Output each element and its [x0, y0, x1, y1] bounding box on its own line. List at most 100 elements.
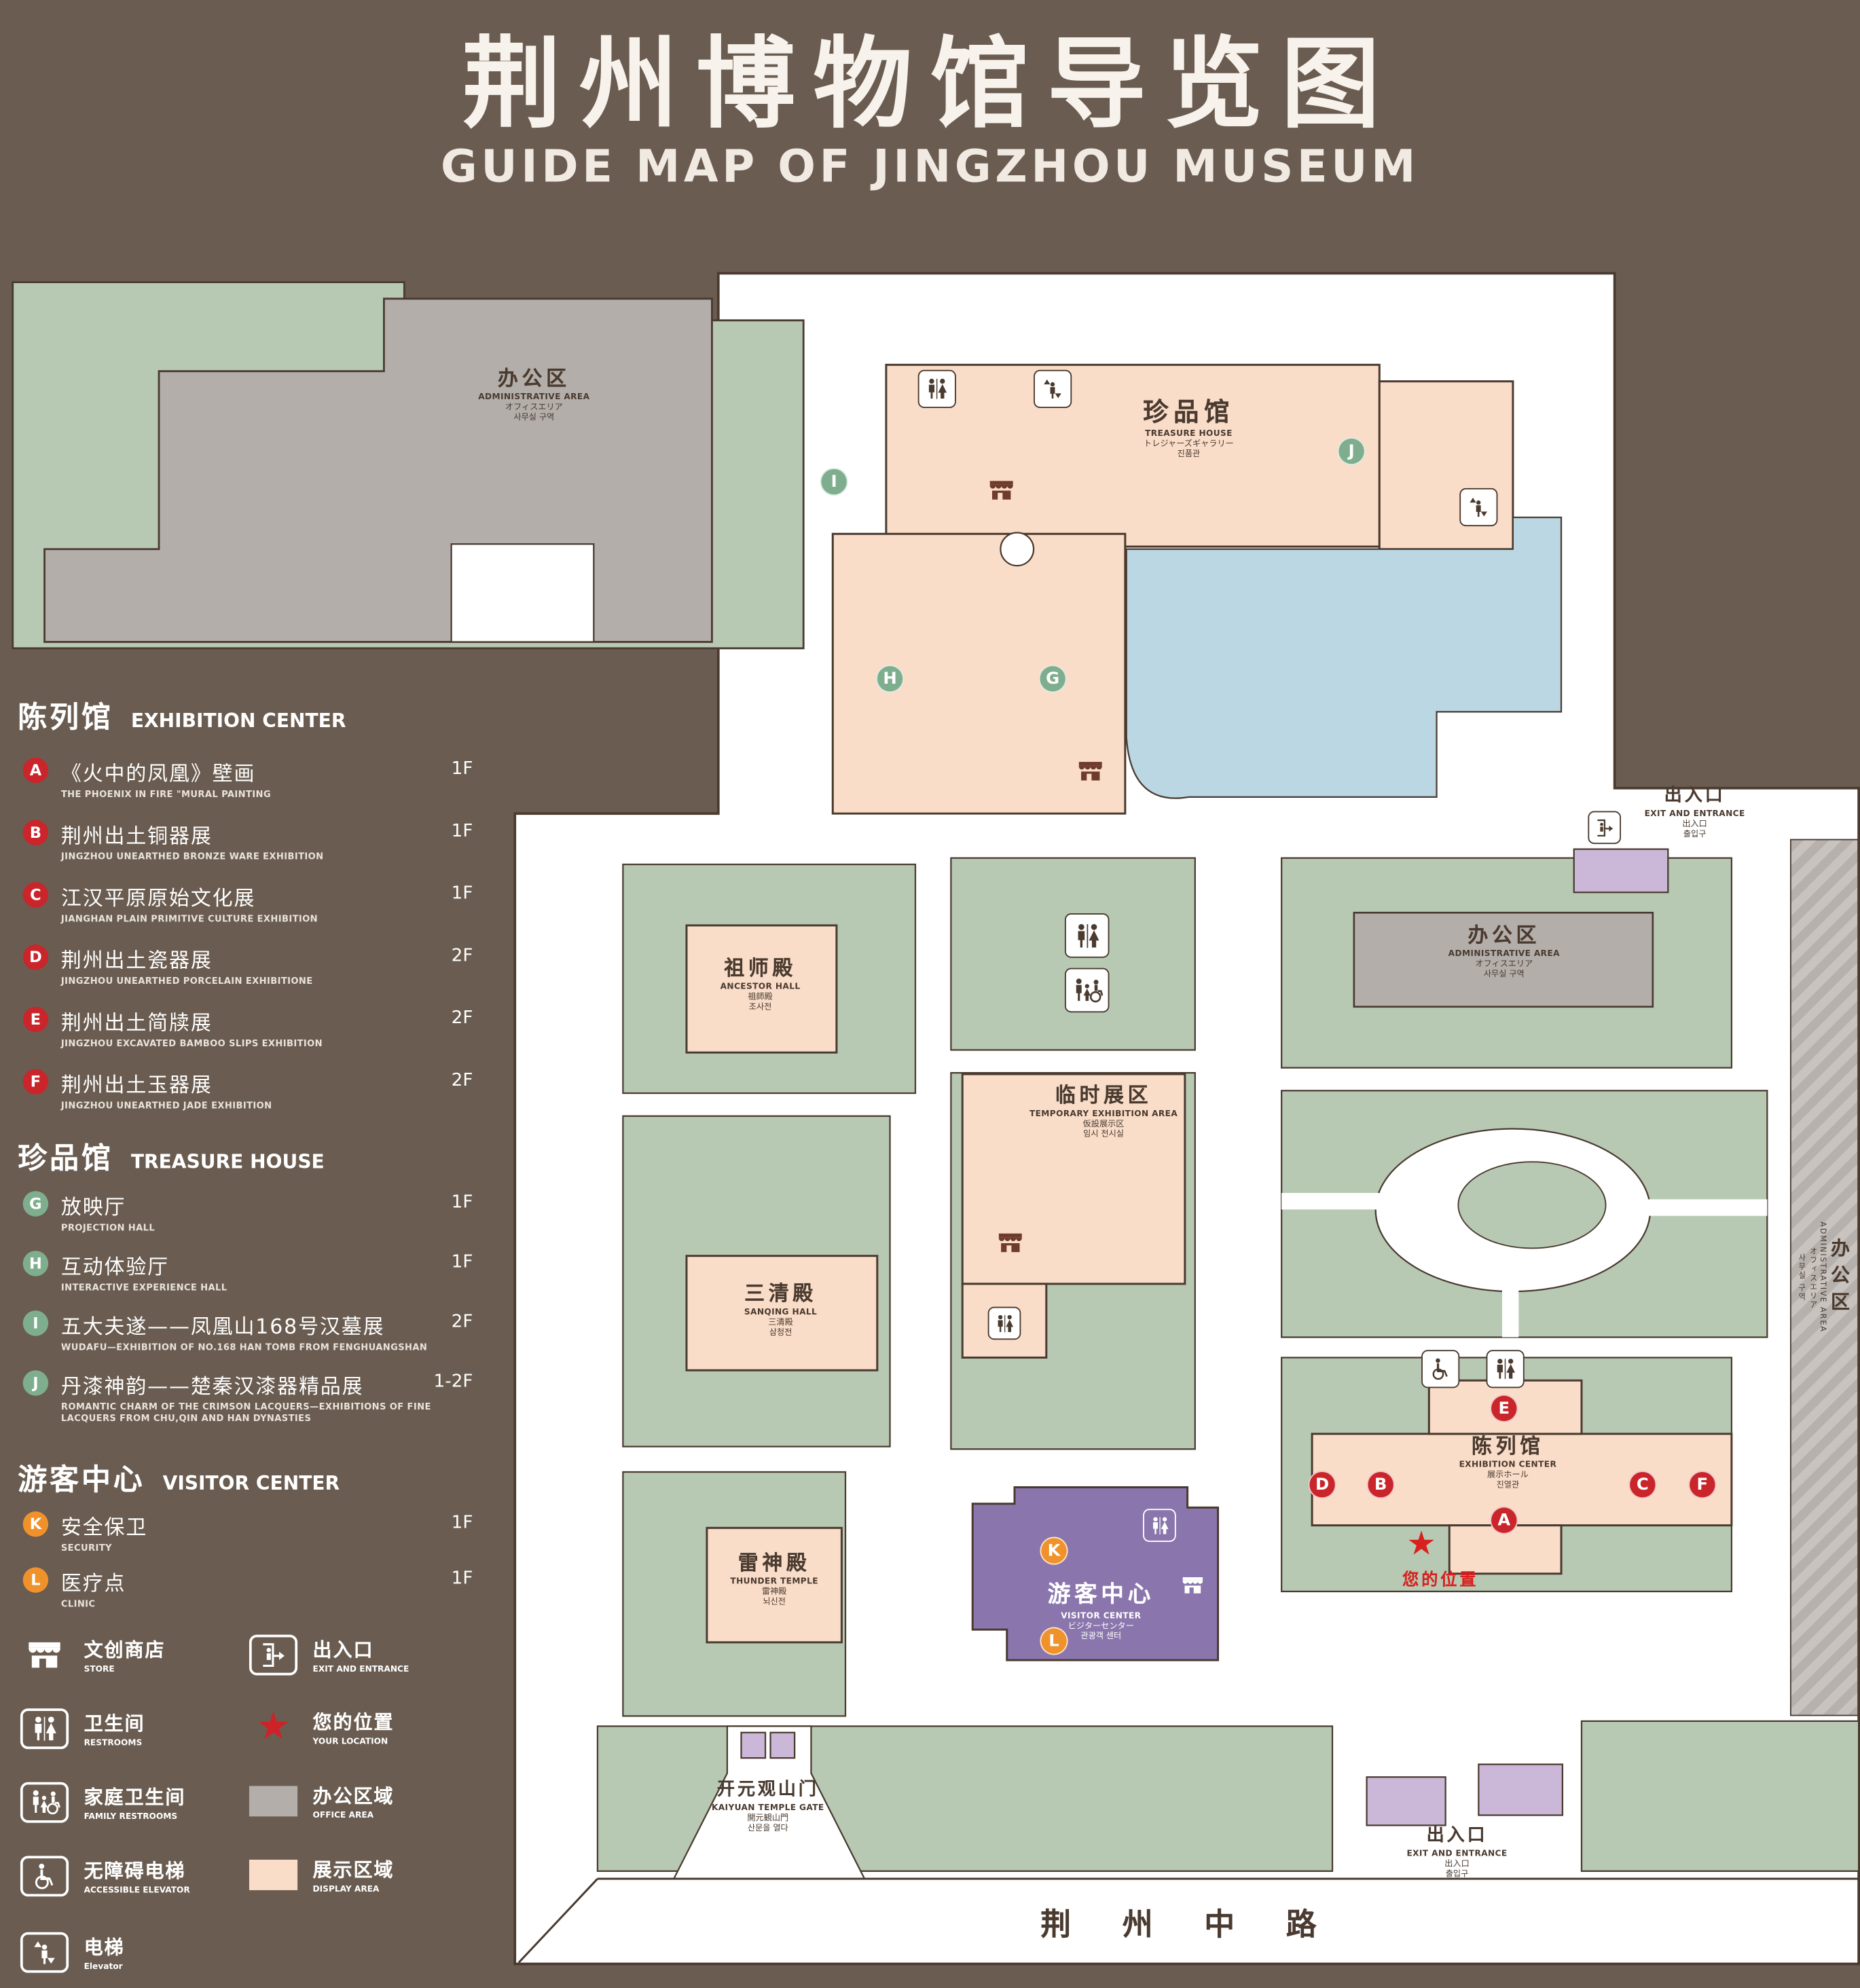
label-ja: 仮設展示区 [1082, 1118, 1125, 1129]
item-floor: 1F [451, 883, 473, 904]
item-name-zh: 《火中的凤凰》壁画 [60, 761, 256, 786]
symbol-zh: 文创商店 [84, 1638, 166, 1661]
store-icon [983, 472, 1021, 510]
map-marker-E: E [1490, 1394, 1518, 1422]
elevator-icon [1034, 369, 1072, 408]
item-floor: 2F [451, 1312, 473, 1333]
section-title-en: EXHIBITION CENTER [130, 709, 346, 733]
ancestor-hall-building [685, 924, 838, 1054]
legend-item-F: F 荆州出土玉器展 JINGZHOU UNEARTHED JADE EXHIBI… [18, 1068, 490, 1113]
admin-strip-ja: オフィスエリア [1808, 1246, 1817, 1309]
map-marker-J: J [1337, 437, 1366, 466]
label-ja: オフィスエリア [1475, 958, 1533, 969]
item-name-en: CLINIC [60, 1599, 96, 1610]
admin-strip-zh: 办公区 [1828, 1237, 1851, 1318]
marker-badge-F: F [22, 1069, 49, 1094]
section-heading-treasure-house: 珍品馆 TREASURE HOUSE [18, 1134, 325, 1177]
admin-strip-en: ADMINISTRATIVE AREA [1818, 1221, 1827, 1333]
marker-badge-I: I [22, 1310, 49, 1336]
item-floor: 1F [451, 1192, 473, 1213]
your-location-icon: ★ [1406, 1525, 1436, 1564]
restroom-icon [1486, 1350, 1525, 1388]
legend-item-A: A 《火中的凤凰》壁画 THE PHOENIX IN FIRE "MURAL P… [18, 756, 490, 801]
marker-badge-H: H [22, 1251, 49, 1276]
entrance-pad-bottom-right [1478, 1763, 1564, 1816]
item-floor: 1F [451, 1252, 473, 1273]
map-marker-G: G [1038, 665, 1067, 693]
map-label-exhibition-center: 陈列馆 EXHIBITION CENTER 展示ホール 진열관 [1459, 1434, 1557, 1490]
label-zh: 游客中心 [1047, 1581, 1154, 1608]
map-marker-L: L [1040, 1627, 1068, 1655]
item-floor: 1-2F [433, 1372, 473, 1393]
store-icon [20, 1635, 69, 1676]
legend-item-G: G 放映厅 PROJECTION HALL 1F [18, 1190, 490, 1234]
map-label-admin-topleft: 办公区 ADMINISTRATIVE AREA オフィスエリア 사무실 구역 [478, 366, 589, 422]
label-en: EXIT AND ENTRANCE [1406, 1847, 1508, 1858]
label-ko: 진열관 [1496, 1479, 1520, 1490]
label-en: TREASURE HOUSE [1145, 428, 1233, 439]
label-en: TEMPORARY EXHIBITION AREA [1029, 1108, 1178, 1119]
entrance-pad-top [1573, 848, 1669, 894]
legend-item-J: J 丹漆神韵——楚秦汉漆器精品展 ROMANTIC CHARM OF THE C… [18, 1369, 490, 1426]
marker-badge-G: G [22, 1191, 49, 1217]
section-title-en: TREASURE HOUSE [130, 1150, 325, 1174]
label-zh: 祖师殿 [724, 955, 797, 980]
map-marker-C: C [1628, 1471, 1657, 1499]
item-floor: 2F [451, 1070, 473, 1091]
road-label: 荆 州 中 路 [1040, 1907, 1337, 1943]
label-ko: 조사전 [748, 1001, 772, 1012]
page-title: 荆州博物馆导览图 [462, 28, 1398, 143]
label-ko: 관광객 센터 [1080, 1630, 1122, 1641]
label-zh: 珍品馆 [1143, 397, 1235, 428]
exit-icon [1588, 811, 1622, 845]
admin-building-notch [450, 543, 595, 643]
symbol-en: EXIT AND ENTRANCE [312, 1663, 409, 1674]
item-name-zh: 五大夫遂——凤凰山168号汉墓展 [60, 1314, 385, 1339]
label-ko: 뇌신전 [763, 1596, 786, 1607]
symbol-zh: 您的位置 [312, 1710, 395, 1734]
map-label-temporary-exhibition: 临时展区 TEMPORARY EXHIBITION AREA 仮設展示区 임시 … [1029, 1083, 1178, 1139]
map-label-admin-right: 办公区 ADMINISTRATIVE AREA オフィスエリア 사무실 구역 [1448, 923, 1560, 979]
item-name-zh: 互动体验厅 [60, 1254, 170, 1279]
map-marker-B: B [1366, 1471, 1395, 1499]
symbol-zh: 家庭卫生间 [84, 1786, 186, 1809]
item-name-zh: 荆州出土瓷器展 [60, 948, 213, 973]
item-floor: 2F [451, 945, 473, 966]
restroom-icon [917, 369, 956, 408]
symbol-zh: 展示区域 [312, 1858, 395, 1881]
section-title-zh: 珍品馆 [18, 1143, 113, 1176]
marker-badge-E: E [22, 1006, 49, 1033]
map-label-exit-top: 出入口 EXIT AND ENTRANCE 出入口 출입구 [1645, 786, 1745, 839]
symbol-zh: 无障碍电梯 [84, 1859, 186, 1883]
restroom-icon [20, 1708, 69, 1750]
label-en: ADMINISTRATIVE AREA [478, 391, 590, 402]
restroom-icon [987, 1306, 1021, 1340]
label-zh: 出入口 [1426, 1825, 1488, 1846]
accessible-elevator-icon [1421, 1350, 1460, 1388]
item-floor: 1F [451, 1512, 473, 1533]
family-restroom-icon [20, 1782, 69, 1823]
item-name-en: JIANGHAN PLAIN PRIMITIVE CULTURE EXHIBIT… [60, 914, 318, 925]
label-ko: 사무실 구역 [513, 412, 555, 423]
lawn-bottom-right [1580, 1720, 1860, 1872]
label-ko: 사무실 구역 [1483, 969, 1525, 980]
label-zh: 临时展区 [1055, 1083, 1152, 1107]
label-en: THUNDER TEMPLE [730, 1576, 818, 1587]
symbol-zh: 出入口 [312, 1638, 374, 1661]
item-name-en: INTERACTIVE EXPERIENCE HALL [60, 1283, 227, 1293]
exit-icon [249, 1634, 298, 1676]
map-marker-K: K [1040, 1536, 1068, 1565]
entrance-pad-bottom-left [1366, 1776, 1446, 1826]
map-label-exit-bottom: 出入口 EXIT AND ENTRANCE 出入口 출입구 [1406, 1825, 1507, 1878]
map-marker-H: H [875, 665, 905, 693]
store-icon [1072, 752, 1110, 790]
legend-symbol-accessible-elevator: 无障碍电梯 ACCESSIBLE ELEVATOR [20, 1856, 247, 1897]
legend-item-L: L 医疗点 CLINIC 1F [18, 1566, 490, 1611]
label-en: EXHIBITION CENTER [1459, 1459, 1557, 1470]
label-en: SANQING HALL [744, 1306, 818, 1317]
